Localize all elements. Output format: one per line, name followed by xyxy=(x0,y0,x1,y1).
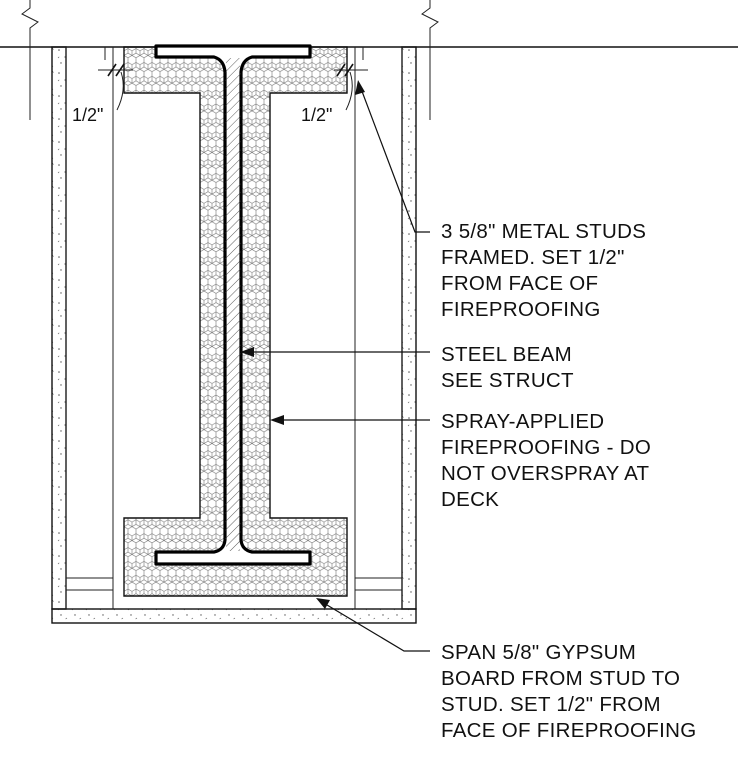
note-steel-beam: STEEL BEAM SEE STRUCT xyxy=(441,343,574,392)
note-gypsum-line-2: BOARD FROM STUD TO xyxy=(441,667,680,690)
note-metal-studs-line-2: FRAMED. SET 1/2" xyxy=(441,246,625,269)
leader-fireproofing xyxy=(270,415,430,425)
adjacent-wall-lines xyxy=(29,47,431,120)
note-gypsum-line-4: FACE OF FIREPROOFING xyxy=(441,719,696,742)
note-gypsum-board: SPAN 5/8" GYPSUM BOARD FROM STUD TO STUD… xyxy=(441,641,696,742)
note-metal-studs: 3 5/8" METAL STUDS FRAMED. SET 1/2" FROM… xyxy=(441,220,646,321)
dimension-left: 1/2" xyxy=(72,63,133,125)
note-fireproofing-line-2: FIREPROOFING - DO xyxy=(441,436,651,459)
gypsum-board-left xyxy=(51,46,67,610)
deck-above xyxy=(0,0,738,48)
metal-studs xyxy=(65,47,403,609)
steel-beam xyxy=(154,44,312,566)
note-fireproofing-line-3: NOT OVERSPRAY AT xyxy=(441,462,650,485)
note-fireproofing-line-1: SPRAY-APPLIED xyxy=(441,410,604,433)
note-metal-studs-line-4: FIREPROOFING xyxy=(441,298,601,321)
note-steel-beam-line-1: STEEL BEAM xyxy=(441,343,572,366)
note-gypsum-line-1: SPAN 5/8" GYPSUM xyxy=(441,641,636,664)
gypsum-board-bottom xyxy=(51,608,417,624)
note-fireproofing-line-4: DECK xyxy=(441,488,499,511)
dimension-right-label: 1/2" xyxy=(301,105,332,125)
dimension-right: 1/2" xyxy=(301,63,368,125)
gypsum-board-right xyxy=(401,46,417,610)
note-metal-studs-line-3: FROM FACE OF xyxy=(441,272,598,295)
leader-steel-beam xyxy=(240,347,430,357)
note-steel-beam-line-2: SEE STRUCT xyxy=(441,369,574,392)
leader-metal-studs xyxy=(355,80,430,233)
dimension-left-label: 1/2" xyxy=(72,105,103,125)
leader-gypsum-board xyxy=(316,598,430,652)
note-metal-studs-line-1: 3 5/8" METAL STUDS xyxy=(441,220,646,243)
note-gypsum-line-3: STUD. SET 1/2" FROM xyxy=(441,693,661,716)
note-fireproofing: SPRAY-APPLIED FIREPROOFING - DO NOT OVER… xyxy=(441,410,651,511)
